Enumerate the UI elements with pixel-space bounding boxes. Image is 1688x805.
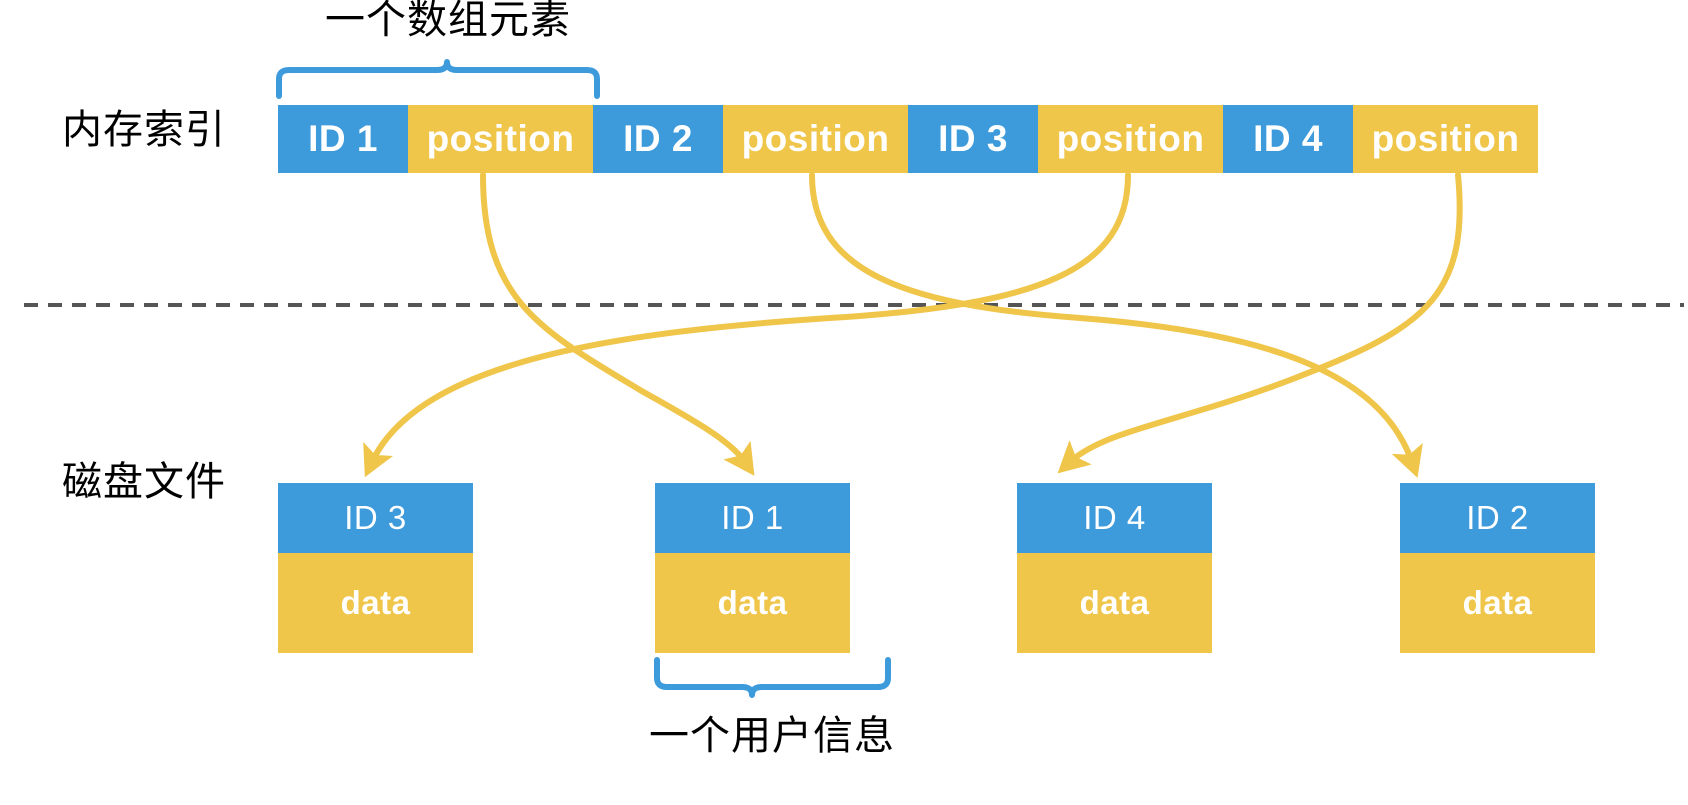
disk-block-id-1[interactable]: ID 1 data — [655, 483, 850, 653]
curly-brace-up-icon — [276, 59, 600, 99]
disk-block-body: data — [278, 553, 473, 653]
curly-brace-down-icon — [654, 657, 891, 698]
index-segment-position-3[interactable]: position — [1038, 105, 1223, 173]
disk-block-id-4[interactable]: ID 4 data — [1017, 483, 1212, 653]
user-info-caption: 一个用户信息 — [649, 714, 895, 758]
index-segment-id-4[interactable]: ID 4 — [1223, 105, 1353, 173]
disk-file-row-label: 磁盘文件 — [62, 460, 226, 504]
array-element-caption: 一个数组元素 — [325, 0, 571, 42]
disk-block-id-3[interactable]: ID 3 data — [278, 483, 473, 653]
disk-block-header: ID 3 — [278, 483, 473, 553]
index-segment-position-1[interactable]: position — [408, 105, 593, 173]
memory-index-array: ID 1 position ID 2 position ID 3 positio… — [278, 105, 1538, 173]
disk-block-id-2[interactable]: ID 2 data — [1400, 483, 1595, 653]
curved-arrow-icon — [809, 172, 1423, 478]
disk-block-body: data — [655, 553, 850, 653]
index-segment-id-1[interactable]: ID 1 — [278, 105, 408, 173]
disk-block-header: ID 2 — [1400, 483, 1595, 553]
index-segment-position-2[interactable]: position — [723, 105, 908, 173]
disk-block-body: data — [1400, 553, 1595, 653]
index-segment-id-3[interactable]: ID 3 — [908, 105, 1038, 173]
curved-arrow-icon — [1057, 172, 1463, 474]
index-segment-id-2[interactable]: ID 2 — [593, 105, 723, 173]
memory-index-row-label: 内存索引 — [62, 108, 226, 152]
curved-arrow-icon — [363, 172, 1131, 478]
disk-block-header: ID 1 — [655, 483, 850, 553]
curved-arrow-icon — [480, 172, 755, 476]
disk-block-header: ID 4 — [1017, 483, 1212, 553]
disk-block-body: data — [1017, 553, 1212, 653]
index-segment-position-4[interactable]: position — [1353, 105, 1538, 173]
